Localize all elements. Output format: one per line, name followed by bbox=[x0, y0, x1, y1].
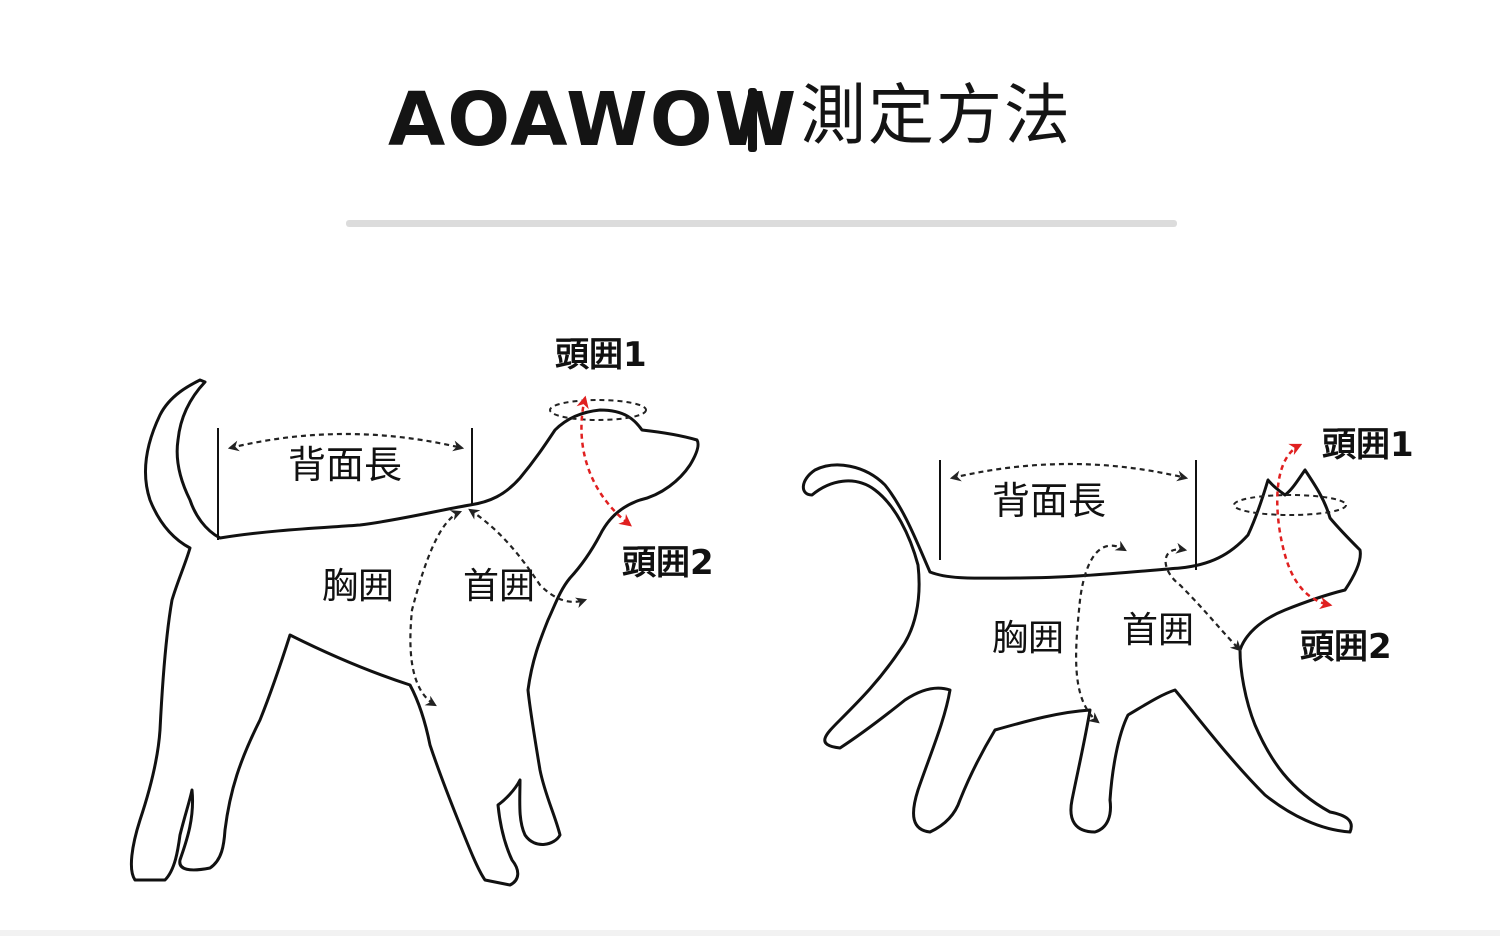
header-separator bbox=[748, 88, 757, 152]
dog-back-length-label: 背面長 bbox=[288, 443, 402, 487]
dog-outline bbox=[129, 378, 700, 887]
cat-neck-girth-label: 首囲 bbox=[1122, 610, 1194, 651]
title-divider bbox=[346, 220, 1177, 227]
cat-head-girth-1-label: 頭囲1 bbox=[1322, 425, 1414, 465]
cat-chest-girth-label: 胸囲 bbox=[992, 618, 1064, 659]
dog-chest-girth-arrow bbox=[409, 510, 463, 707]
dog-head-girth-1-ellipse bbox=[549, 399, 647, 421]
dog-head-girth-1-label: 頭囲1 bbox=[555, 335, 647, 375]
dog-neck-girth-arrow bbox=[468, 508, 588, 608]
cat-chest-girth-arrow bbox=[1075, 540, 1127, 724]
brand-logo: AOAWOW bbox=[388, 77, 799, 163]
cat-back-length-label: 背面長 bbox=[992, 479, 1106, 523]
bottom-strip bbox=[0, 930, 1500, 936]
page-header: AOAWOW 測定方法 bbox=[0, 70, 1500, 170]
dog-head-girth-2-label: 頭囲2 bbox=[622, 543, 714, 583]
dog-back-length-arrow bbox=[227, 432, 465, 452]
dog-neck-girth-label: 首囲 bbox=[463, 566, 535, 607]
dog-chest-girth-label: 胸囲 bbox=[322, 566, 394, 607]
cat-head-girth-2-arrow bbox=[1276, 443, 1333, 610]
cat-outline bbox=[801, 463, 1362, 834]
dog-figure: 背面長 胸囲 首囲 頭囲1 頭囲2 bbox=[129, 335, 714, 887]
page-title: 測定方法 bbox=[800, 77, 1072, 154]
dog-head-girth-2-arrow bbox=[576, 395, 632, 527]
cat-head-girth-1-ellipse bbox=[1233, 494, 1347, 516]
cat-figure: 背面長 胸囲 首囲 頭囲1 頭囲2 bbox=[801, 425, 1414, 834]
cat-back-length-arrow bbox=[949, 462, 1189, 482]
cat-neck-girth-arrow bbox=[1164, 542, 1242, 652]
cat-head-girth-2-label: 頭囲2 bbox=[1300, 627, 1392, 667]
